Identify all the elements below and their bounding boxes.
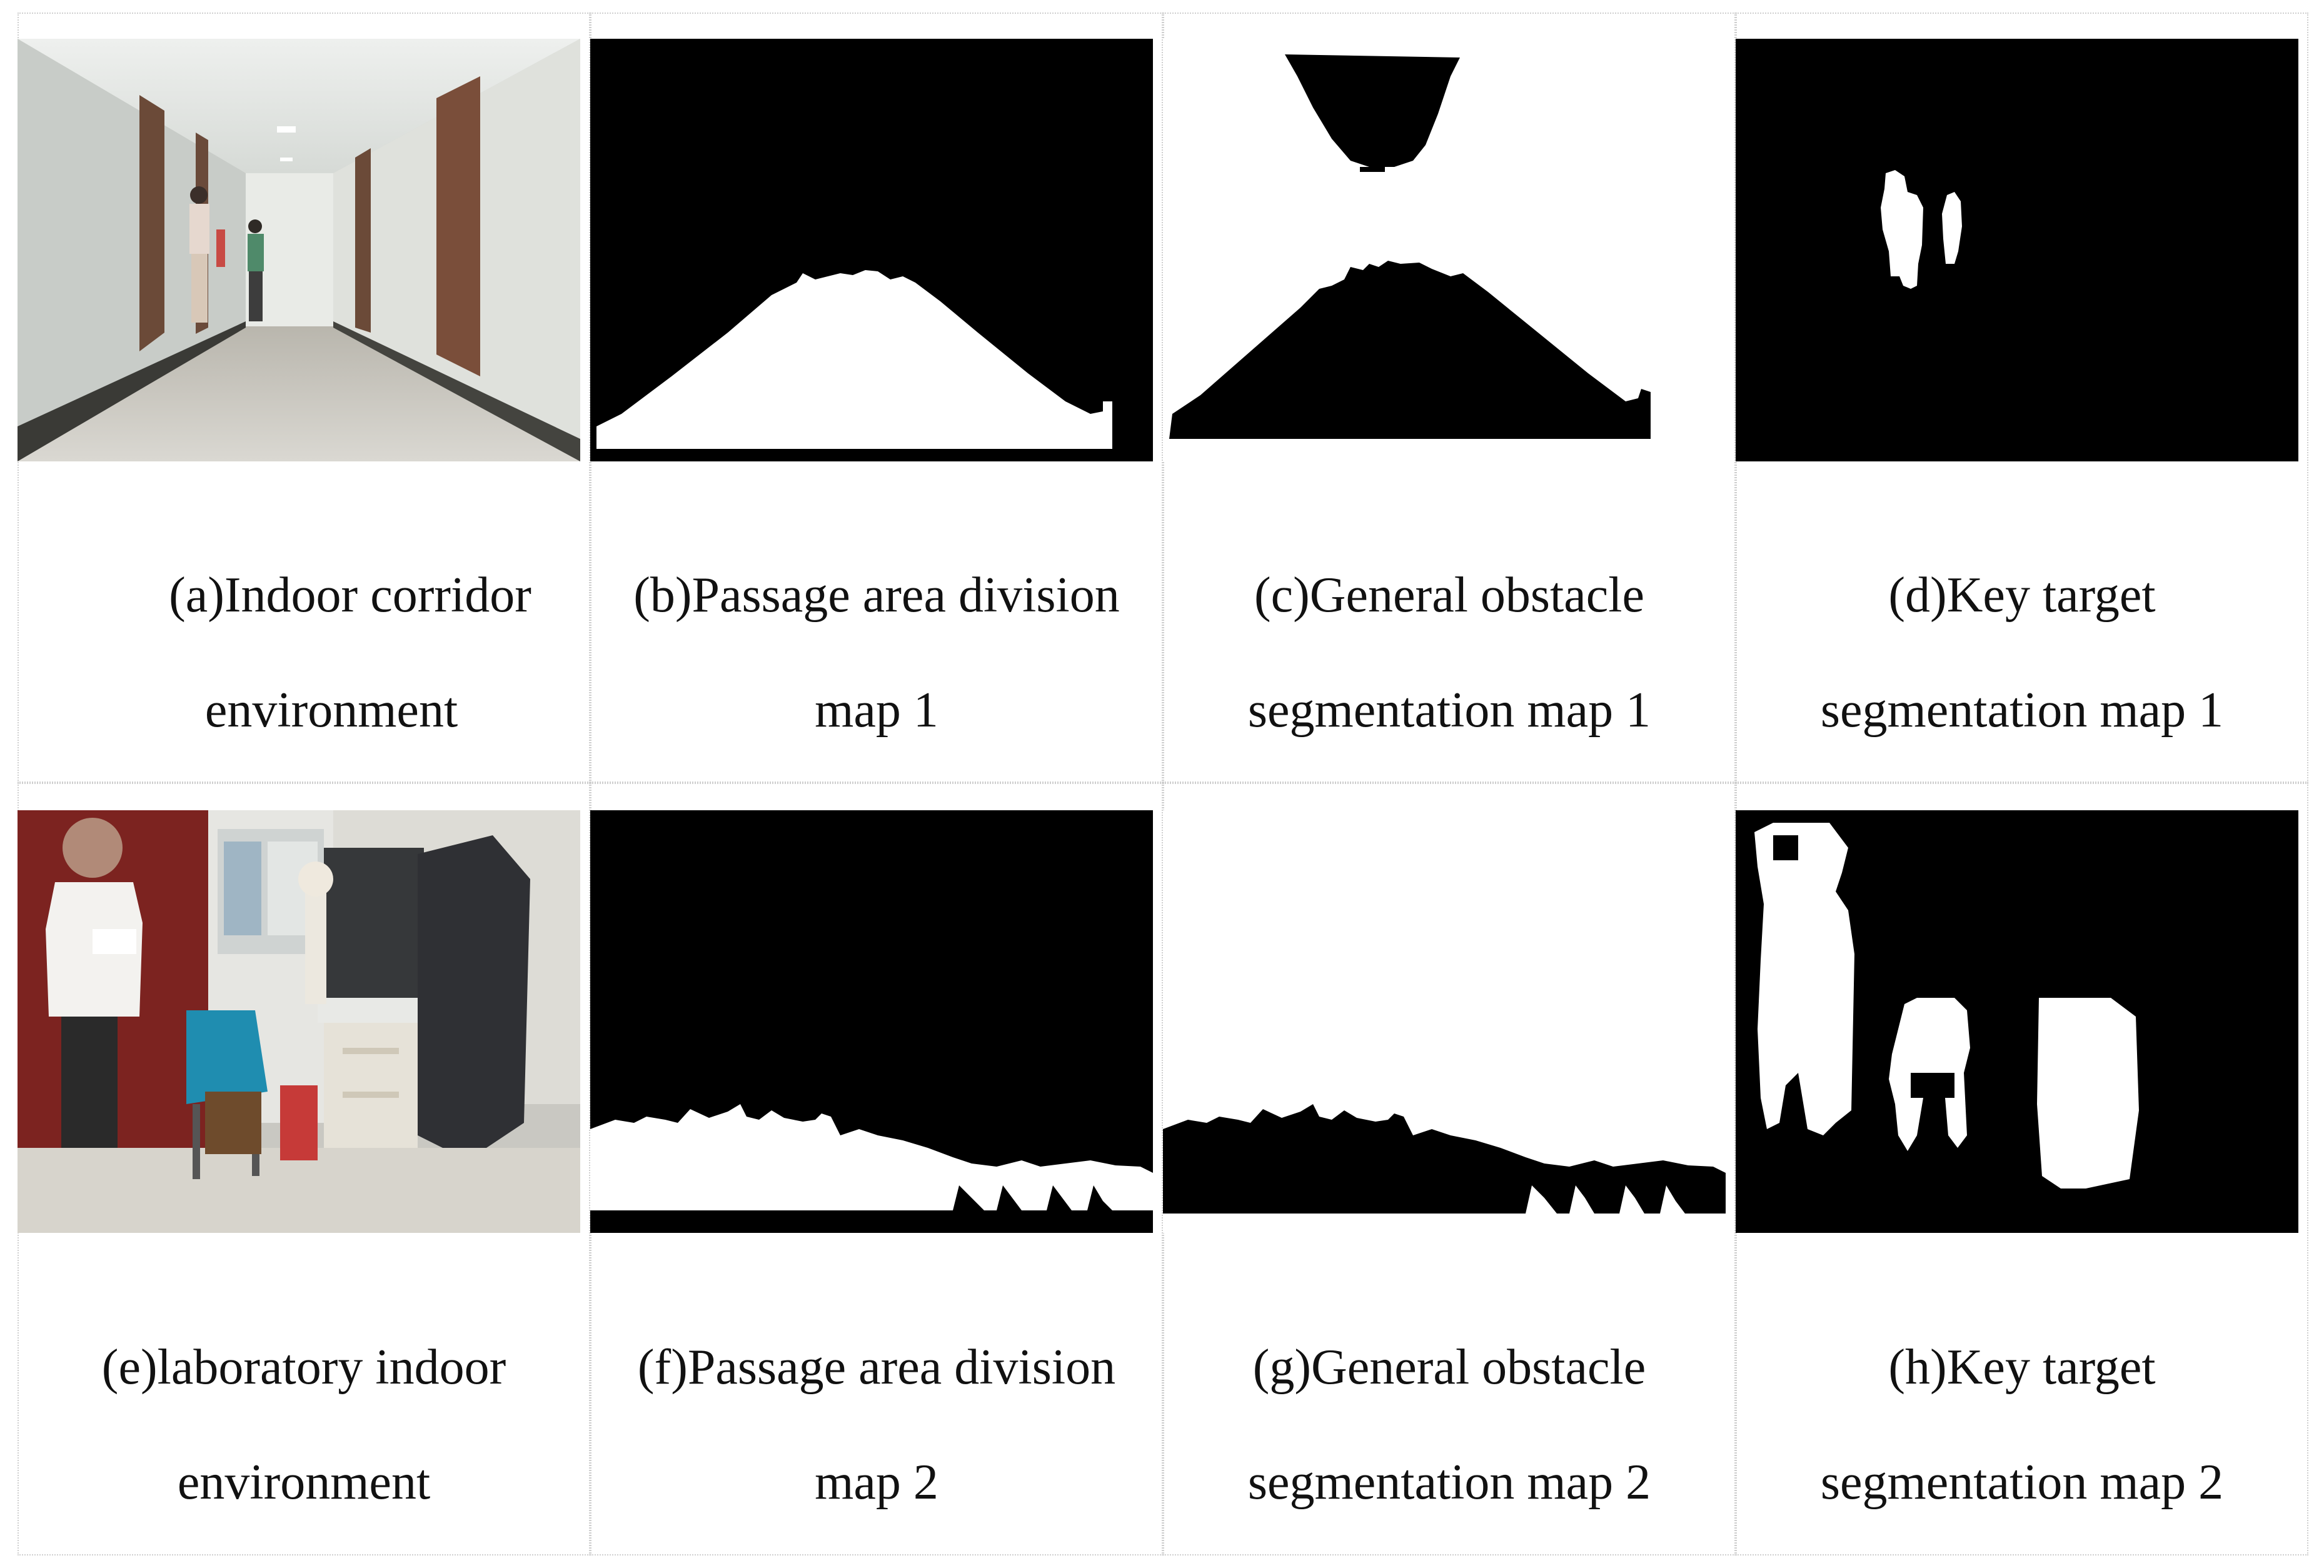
caption-e: (e)laboratory indoor environment bbox=[18, 1310, 590, 1540]
target-map-2 bbox=[1736, 810, 2298, 1233]
corridor-photo-art bbox=[18, 39, 580, 461]
caption-c-line-2: segmentation map 1 bbox=[1247, 683, 1651, 738]
caption-a: (a)Indoor corridor environment bbox=[125, 538, 575, 768]
lab-photo-art bbox=[18, 810, 580, 1233]
caption-f-line-1: (f)Passage area division bbox=[637, 1340, 1116, 1395]
passage-map-2 bbox=[590, 810, 1153, 1233]
obstacle-map-2 bbox=[1163, 810, 1726, 1233]
caption-h: (h)Key target segmentation map 2 bbox=[1736, 1310, 2308, 1540]
caption-b-line-1: (b)Passage area division bbox=[633, 568, 1120, 623]
caption-e-line-2: environment bbox=[177, 1455, 431, 1510]
target-map-1 bbox=[1736, 39, 2298, 461]
caption-b: (b)Passage area division map 1 bbox=[590, 538, 1163, 768]
caption-d: (d)Key target segmentation map 1 bbox=[1736, 538, 2308, 768]
passage-map-1-mask bbox=[590, 39, 1153, 461]
caption-h-line-1: (h)Key target bbox=[1888, 1340, 2156, 1395]
obstacle-map-2-mask bbox=[1163, 810, 1726, 1233]
caption-c: (c)General obstacle segmentation map 1 bbox=[1163, 538, 1736, 768]
caption-e-line-1: (e)laboratory indoor bbox=[101, 1340, 506, 1395]
caption-a-line-2: environment bbox=[204, 683, 458, 738]
caption-d-line-1: (d)Key target bbox=[1888, 568, 2156, 623]
caption-h-line-2: segmentation map 2 bbox=[1820, 1455, 2224, 1510]
caption-g-line-2: segmentation map 2 bbox=[1247, 1455, 1651, 1510]
caption-b-line-2: map 1 bbox=[815, 683, 938, 738]
corridor-photo bbox=[18, 39, 580, 461]
target-map-1-mask bbox=[1736, 39, 2298, 461]
caption-d-line-2: segmentation map 1 bbox=[1820, 683, 2224, 738]
passage-map-1 bbox=[590, 39, 1153, 461]
caption-a-line-1: (a)Indoor corridor bbox=[169, 568, 531, 623]
lab-photo bbox=[18, 810, 580, 1233]
caption-c-line-1: (c)General obstacle bbox=[1254, 568, 1645, 623]
caption-g-line-1: (g)General obstacle bbox=[1252, 1340, 1646, 1395]
obstacle-map-1-mask bbox=[1163, 39, 1726, 461]
caption-f: (f)Passage area division map 2 bbox=[590, 1310, 1163, 1540]
target-map-2-mask bbox=[1736, 810, 2298, 1233]
caption-f-line-2: map 2 bbox=[815, 1455, 938, 1510]
obstacle-map-1 bbox=[1163, 39, 1726, 461]
passage-map-2-mask bbox=[590, 810, 1153, 1233]
caption-g: (g)General obstacle segmentation map 2 bbox=[1163, 1310, 1736, 1540]
